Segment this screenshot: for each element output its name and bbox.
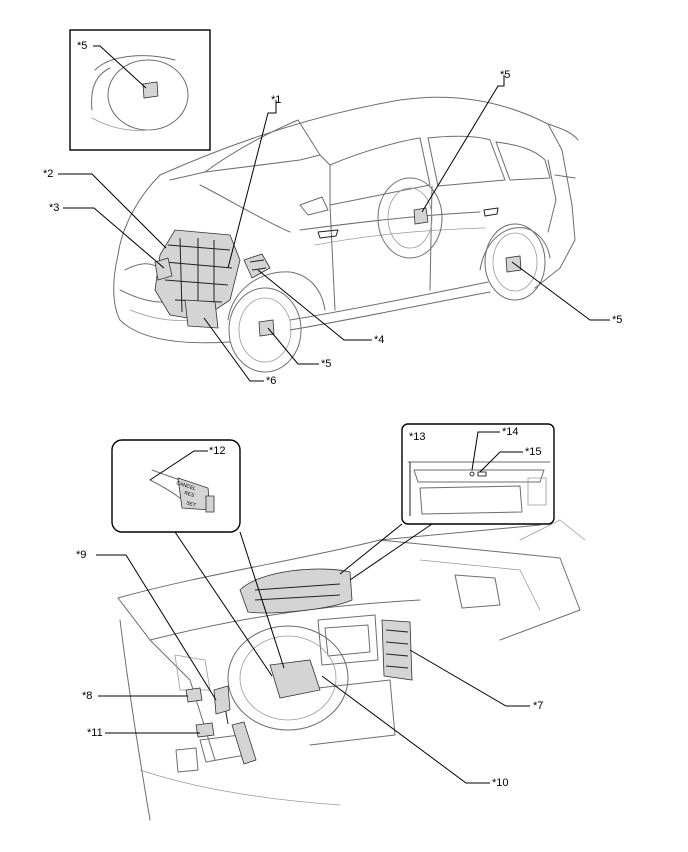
- vehicle-illustration: [113, 96, 579, 373]
- inset-box-sensor: [69, 29, 211, 151]
- callout-7: *7: [533, 700, 544, 712]
- ecu-module: [381, 619, 413, 681]
- engine-assembly: [154, 229, 241, 329]
- speed-sensor-rear: [505, 255, 522, 273]
- inset-box-cruise-switch: [111, 439, 241, 533]
- leader-lines: [58, 45, 610, 784]
- callout-9: *9: [76, 549, 87, 561]
- switch-res-text: RES: [183, 490, 195, 499]
- callout-4: *4: [374, 334, 385, 346]
- callout-1: *1: [271, 94, 282, 106]
- callout-12: *12: [209, 445, 226, 457]
- interior-illustration: [117, 509, 586, 821]
- callout-5-front-wheel: *5: [321, 358, 332, 370]
- speed-sensor-front: [258, 319, 275, 337]
- combination-meter: [239, 568, 353, 614]
- callout-3: *3: [49, 202, 60, 214]
- callout-5-rear-wheel: *5: [612, 314, 623, 326]
- switch-set-text: SET: [185, 500, 196, 509]
- callout-11: *11: [87, 727, 103, 739]
- speed-sensor-rear-window: [413, 207, 429, 225]
- callout-6: *6: [266, 375, 277, 387]
- callout-13: *13: [409, 431, 426, 443]
- callout-10: *10: [492, 777, 509, 789]
- callout-5-inset: *5: [77, 40, 88, 52]
- callout-2: *2: [43, 168, 54, 180]
- meter-indicators: [469, 471, 487, 477]
- brake-actuator: [243, 253, 271, 279]
- indicator-14-icon: [469, 471, 475, 477]
- callout-15: *15: [525, 446, 542, 458]
- callout-14: *14: [502, 426, 519, 438]
- callout-8: *8: [82, 690, 93, 702]
- callout-5-rear-window: *5: [500, 69, 511, 81]
- indicator-15-icon: [477, 471, 487, 477]
